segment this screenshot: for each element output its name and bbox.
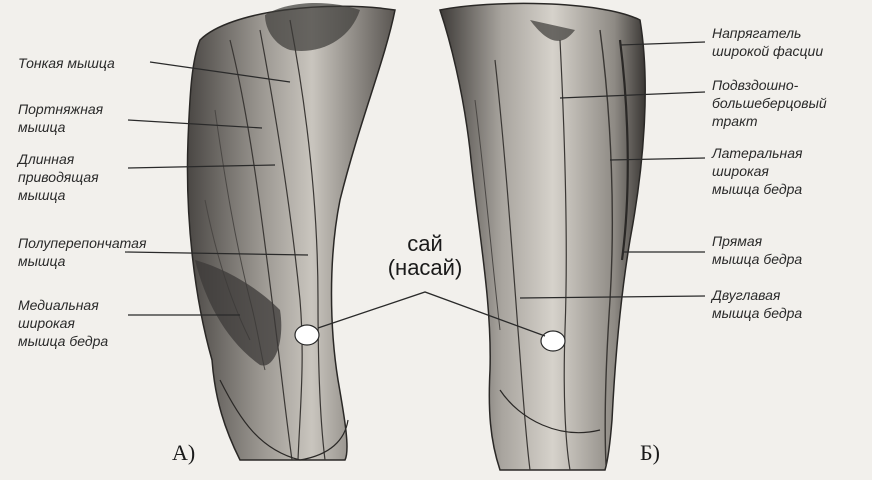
label-tensor-fasciae: Напрягатель широкой фасции [712,24,823,60]
panel-label-a: А) [172,440,195,466]
point-marker-a [295,325,319,345]
leg-b [440,3,645,470]
panel-label-b: Б) [640,440,660,466]
label-adductor-longus: Длинная приводящая мышца [18,150,99,204]
label-iliotibial-tract: Подвздошно- большеберцовый тракт [712,76,827,130]
point-marker-b [541,331,565,351]
label-rectus-femoris: Прямая мышца бедра [712,232,802,268]
point-label: сай (насай) [380,232,470,280]
label-sartorius: Портняжная мышца [18,100,103,136]
label-vastus-medialis: Медиальная широкая мышца бедра [18,296,108,350]
label-thin-muscle: Тонкая мышца [18,54,115,72]
label-biceps-femoris: Двуглавая мышца бедра [712,286,802,322]
label-vastus-lateralis: Латеральная широкая мышца бедра [712,144,802,198]
label-semimembranosus: Полуперепончатая мышца [18,234,146,270]
